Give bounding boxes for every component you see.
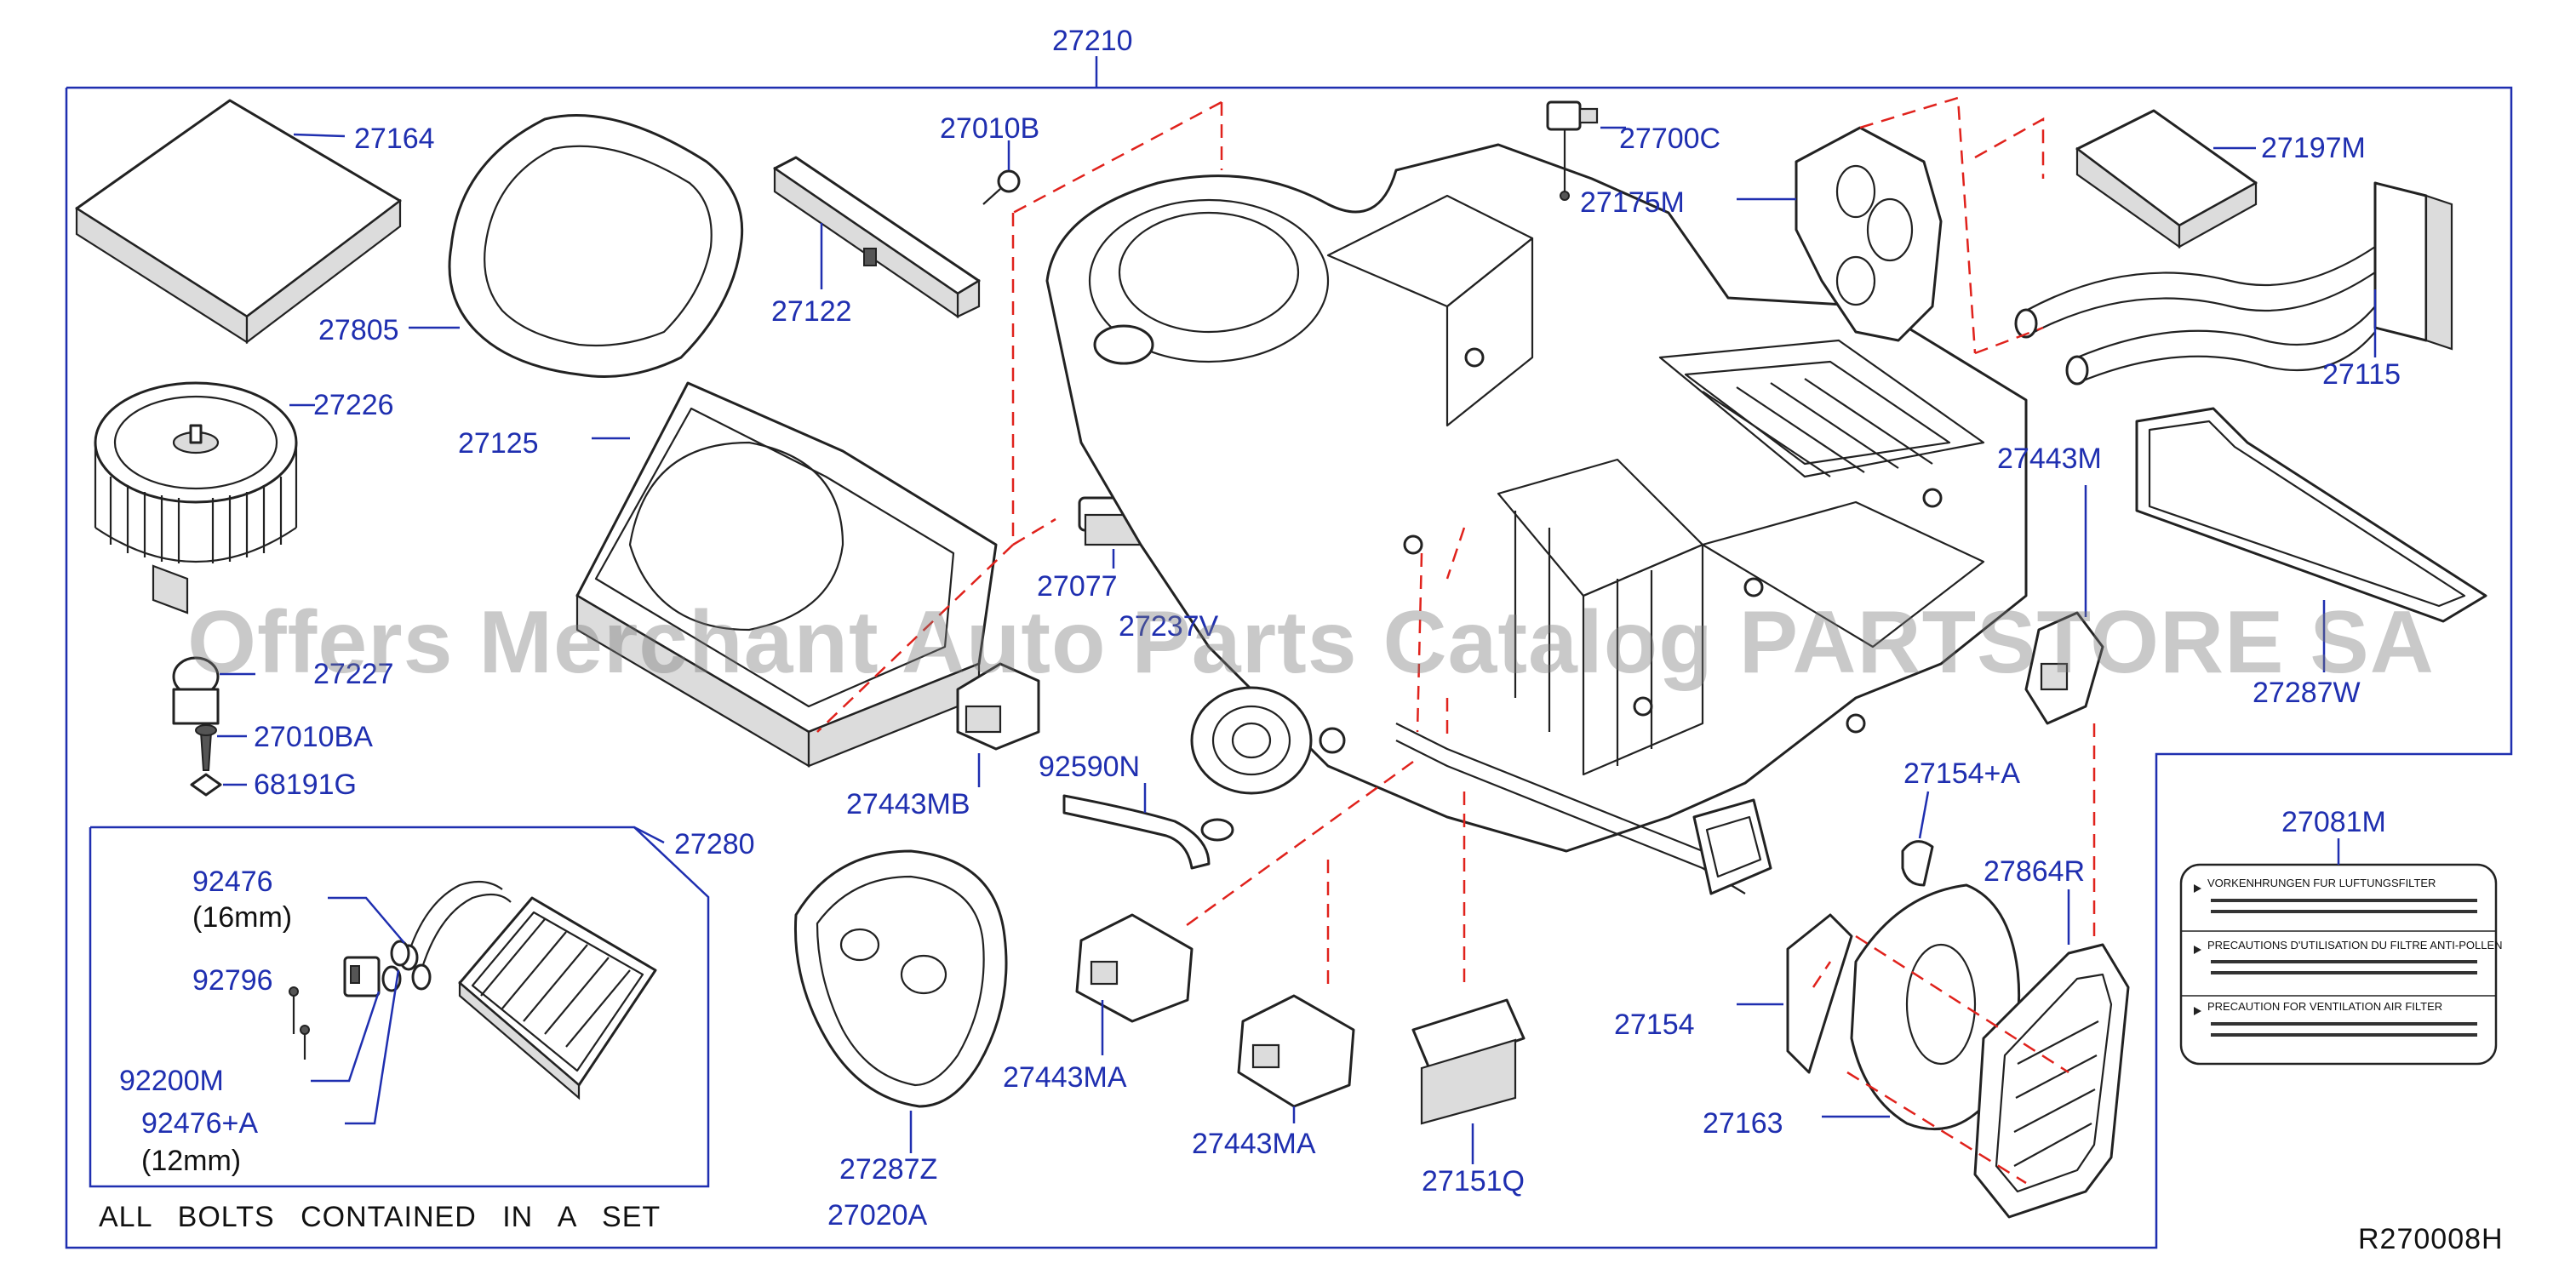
part-27864R-plate bbox=[1973, 889, 2130, 1219]
label-27210: 27210 bbox=[1052, 25, 1133, 57]
label-27081M: 27081M bbox=[2281, 806, 2386, 838]
label-27805: 27805 bbox=[318, 314, 399, 346]
part-27287W bbox=[2135, 407, 2487, 672]
part-27700C-sensor bbox=[1546, 100, 1626, 201]
part-27151Q bbox=[1411, 998, 1526, 1164]
label-27197M: 27197M bbox=[2261, 132, 2366, 164]
part-27164-filter bbox=[75, 99, 402, 345]
label-27151Q: 27151Q bbox=[1422, 1165, 1525, 1197]
label-27280: 27280 bbox=[674, 828, 755, 860]
label-27443MA-1: 27443MA bbox=[1003, 1061, 1127, 1094]
part-27122-strip bbox=[773, 156, 981, 319]
part-27805-seal bbox=[409, 114, 744, 378]
part-27175M-bracket bbox=[1737, 126, 1943, 342]
diagram-code: R270008H bbox=[2358, 1223, 2504, 1255]
label-92796: 92796 bbox=[192, 964, 273, 997]
main-frame bbox=[65, 56, 2513, 1249]
label-92476: 92476 bbox=[192, 866, 273, 898]
label-92590N: 92590N bbox=[1039, 751, 1141, 783]
label-27020A: 27020A bbox=[827, 1199, 928, 1232]
label-27443M: 27443M bbox=[1997, 443, 2102, 475]
label-27122: 27122 bbox=[771, 295, 852, 328]
part-92200M-bolts bbox=[289, 986, 310, 1060]
label-27237V: 27237V bbox=[1119, 610, 1219, 643]
evaporator-subframe bbox=[89, 826, 710, 1188]
part-27125-intake bbox=[575, 381, 998, 768]
label-card-row-2: PRECAUTIONS D'UTILISATION DU FILTRE ANTI… bbox=[2207, 939, 2503, 952]
label-27700C: 27700C bbox=[1619, 123, 1721, 155]
part-27443MA-actuator-2 bbox=[1237, 994, 1355, 1123]
part-27443MA-actuator-1 bbox=[1075, 913, 1194, 1055]
bolts-note: ALL BOLTS CONTAINED IN A SET bbox=[99, 1201, 661, 1233]
label-27010BA: 27010BA bbox=[254, 721, 373, 753]
label-27227: 27227 bbox=[313, 658, 394, 690]
main-hvac-unit bbox=[1045, 143, 2028, 895]
label-27163: 27163 bbox=[1703, 1107, 1783, 1140]
part-27287Z-duct bbox=[793, 849, 1008, 1153]
part-27227 bbox=[172, 656, 255, 725]
label-68191G: 68191G bbox=[254, 769, 357, 801]
label-92476A: 92476+A bbox=[141, 1107, 259, 1140]
part-68191G-clip bbox=[190, 773, 247, 797]
label-card-row-1: VORKENHRUNGEN FUR LUFTUNGSFILTER bbox=[2207, 877, 2436, 889]
watermark: Offers Merchant Auto Parts Catalog PARTS… bbox=[187, 593, 2435, 692]
part-92590N-hose bbox=[1062, 783, 1234, 870]
label-27287W: 27287W bbox=[2253, 677, 2361, 709]
label-27154A: 27154+A bbox=[1903, 757, 2021, 790]
label-27125: 27125 bbox=[458, 427, 539, 460]
label-27175M: 27175M bbox=[1580, 186, 1685, 219]
part-27154-link bbox=[1737, 913, 1853, 1074]
label-27287Z: 27287Z bbox=[839, 1153, 938, 1186]
part-27010BA-bolt bbox=[195, 724, 247, 771]
label-92200M: 92200M bbox=[119, 1065, 224, 1097]
part-27010B-screw bbox=[982, 140, 1021, 205]
label-27864R: 27864R bbox=[1984, 855, 2086, 888]
part-27226-blower bbox=[94, 381, 315, 614]
part-27197M bbox=[2075, 109, 2258, 249]
part-27163-door bbox=[1822, 883, 2021, 1131]
label-card-row-3: PRECAUTION FOR VENTILATION AIR FILTER bbox=[2207, 1000, 2443, 1013]
label-27115: 27115 bbox=[2322, 358, 2401, 391]
part-27081M-label-card bbox=[2179, 863, 2498, 1066]
label-92476A-size: (12mm) bbox=[141, 1145, 242, 1177]
part-92796-block bbox=[343, 956, 381, 997]
part-27154A-clip bbox=[1901, 791, 1934, 887]
label-92476-size: (16mm) bbox=[192, 901, 293, 934]
part-27115-heater-core bbox=[2014, 181, 2453, 386]
label-27077: 27077 bbox=[1037, 570, 1118, 603]
label-27443MA-2: 27443MA bbox=[1192, 1128, 1316, 1160]
evaporator-leaders bbox=[311, 896, 405, 1125]
part-27280-evaporator bbox=[398, 880, 657, 1100]
label-27164: 27164 bbox=[354, 123, 435, 155]
label-27154: 27154 bbox=[1614, 1009, 1695, 1041]
label-27226: 27226 bbox=[313, 389, 394, 421]
part-27443M-actuator bbox=[2024, 485, 2104, 725]
label-27010B: 27010B bbox=[940, 112, 1040, 145]
part-27443MB-actuator bbox=[956, 662, 1040, 787]
label-27443MB: 27443MB bbox=[846, 788, 970, 820]
dashed-leaders bbox=[816, 96, 2096, 1185]
